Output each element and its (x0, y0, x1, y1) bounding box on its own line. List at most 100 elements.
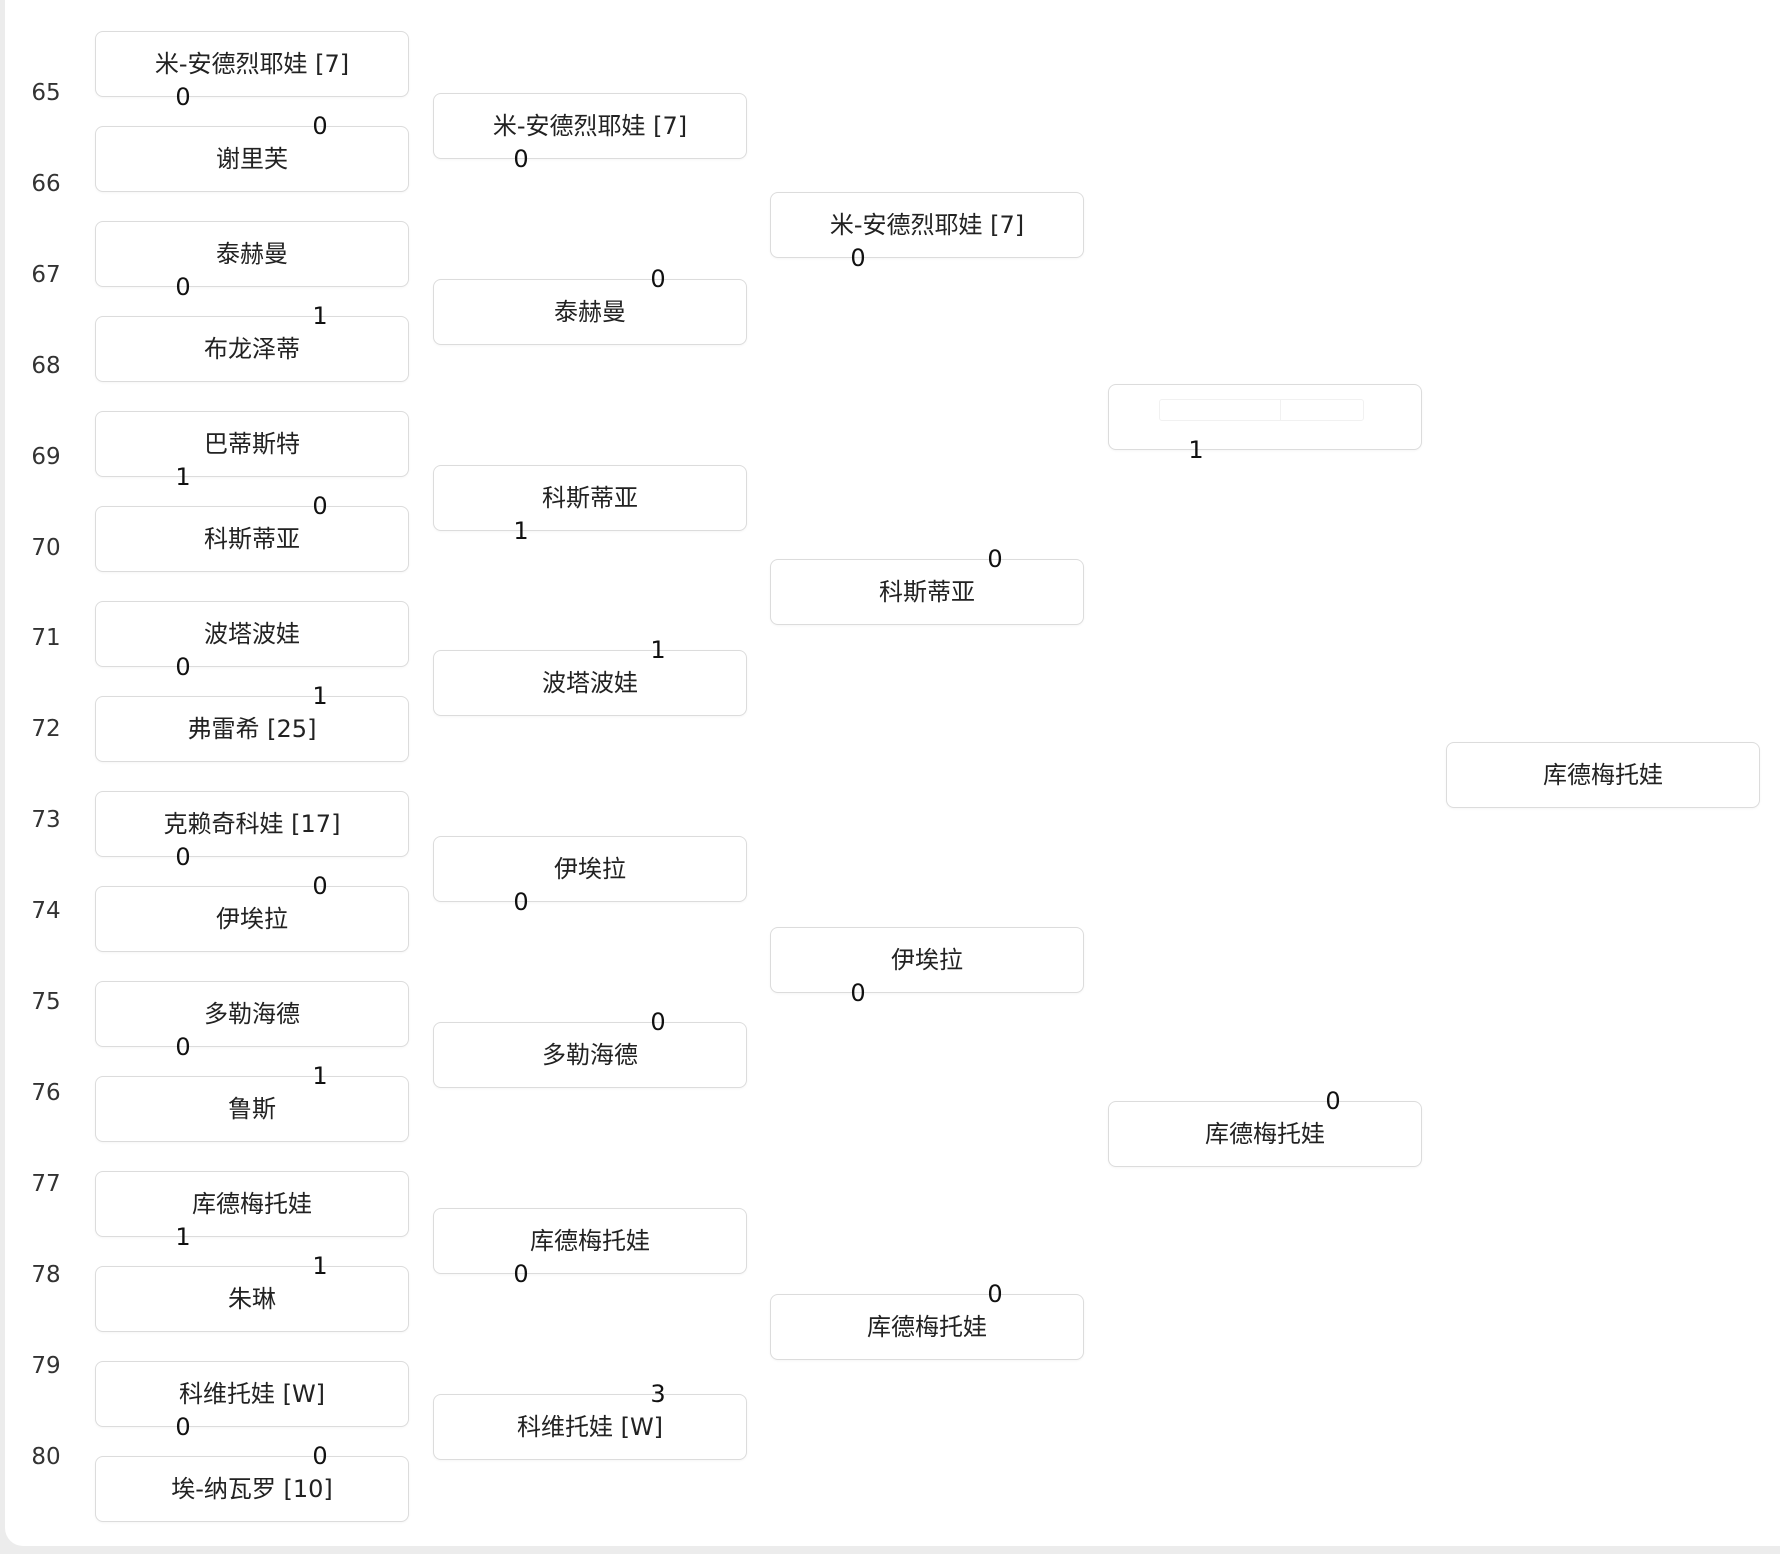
match-score: 0 (987, 545, 1003, 574)
player-box-round-1-slot-13[interactable]: 库德梅托娃 (95, 1171, 409, 1237)
player-box-round-1-slot-11[interactable]: 多勒海德 (95, 981, 409, 1047)
player-box-round-1-slot-16[interactable]: 埃-纳瓦罗 [10] (95, 1456, 409, 1522)
player-name: 科维托娃 [W] (516, 1412, 664, 1441)
player-box-round-4-slot-2[interactable]: 库德梅托娃 (1108, 1101, 1422, 1167)
player-name: 库德梅托娃 (530, 1226, 650, 1255)
match-score: 0 (175, 653, 191, 681)
match-score: 0 (650, 264, 666, 293)
match-score: 1 (312, 1062, 328, 1090)
match-score: 1 (175, 463, 191, 491)
player-box-round-2-slot-1[interactable]: 米-安德烈耶娃 [7] (433, 93, 747, 159)
player-box-round-1-slot-12[interactable]: 鲁斯 (95, 1076, 409, 1142)
player-name: 米-安德烈耶娃 [7] (492, 112, 688, 140)
player-box-round-1-slot-5[interactable]: 巴蒂斯特 (95, 411, 409, 477)
player-box-round-1-slot-15[interactable]: 科维托娃 [W] (95, 1361, 409, 1427)
match-score: 0 (513, 145, 529, 173)
row-number: 69 (31, 443, 61, 470)
player-box-round-2-slot-2[interactable]: 泰赫曼 (433, 278, 747, 345)
row-number: 65 (31, 80, 61, 106)
player-box-round-3-slot-4[interactable]: 库德梅托娃 (770, 1294, 1084, 1361)
row-number: 68 (31, 352, 61, 379)
match-score: 0 (987, 1280, 1003, 1309)
row-number: 70 (31, 534, 61, 561)
match-score: 0 (1325, 1087, 1341, 1115)
player-box-round-1-slot-6[interactable]: 科斯蒂亚 (95, 506, 409, 572)
player-box-round-1-slot-2[interactable]: 谢里芙 (95, 126, 409, 192)
match-score: 3 (650, 1379, 666, 1408)
player-name: 克赖奇科娃 [17] (163, 810, 341, 838)
player-box-round-1-slot-14[interactable]: 朱琳 (95, 1266, 409, 1332)
player-name: 米-安德烈耶娃 [7] (829, 211, 1025, 239)
match-score: 0 (513, 888, 529, 917)
player-box-round-1-slot-9[interactable]: 克赖奇科娃 [17] (95, 791, 409, 857)
match-score: 1 (1188, 436, 1204, 464)
match-score: 0 (175, 83, 191, 111)
player-name: 库德梅托娃 (192, 1190, 312, 1218)
player-box-round-1-slot-3[interactable]: 泰赫曼 (95, 221, 409, 287)
player-name: 弗雷希 [25] (187, 715, 317, 743)
player-name: 谢里芙 (216, 145, 288, 173)
match-score: 0 (312, 112, 328, 140)
player-box-round-2-slot-7[interactable]: 库德梅托娃 (433, 1207, 747, 1274)
player-name: 朱琳 (228, 1285, 276, 1313)
match-score: 1 (513, 516, 529, 545)
player-box-round-2-slot-4[interactable]: 波塔波娃 (433, 650, 747, 717)
player-box-round-2-slot-3[interactable]: 科斯蒂亚 (433, 464, 747, 531)
player-name: 米-安德烈耶娃 [7] (154, 50, 350, 78)
player-name: 库德梅托娃 (1543, 761, 1663, 789)
match-score: 0 (175, 1033, 191, 1061)
player-name: 泰赫曼 (216, 240, 288, 268)
player-box-round-1-slot-1[interactable]: 米-安德烈耶娃 [7] (95, 31, 409, 97)
player-name: 科维托娃 [W] (178, 1380, 326, 1408)
player-name: 科斯蒂亚 (542, 483, 638, 512)
row-number: 72 (31, 716, 61, 743)
match-score: 0 (513, 1259, 529, 1288)
row-number: 80 (31, 1443, 61, 1470)
player-box-round-1-slot-7[interactable]: 波塔波娃 (95, 601, 409, 667)
row-number: 67 (31, 261, 61, 288)
row-number: 79 (31, 1352, 61, 1379)
match-score: 0 (175, 273, 191, 301)
match-score: 0 (175, 1413, 191, 1441)
match-score: 1 (312, 302, 328, 330)
match-score: 0 (650, 1008, 666, 1036)
player-box-round-1-slot-4[interactable]: 布龙泽蒂 (95, 316, 409, 382)
player-box-round-2-slot-5[interactable]: 伊埃拉 (433, 836, 747, 903)
player-name: 伊埃拉 (554, 855, 626, 884)
player-box-round-3-slot-3[interactable]: 伊埃拉 (770, 926, 1084, 993)
player-name: 伊埃拉 (216, 905, 288, 933)
player-box-round-1-slot-8[interactable]: 弗雷希 [25] (95, 696, 409, 762)
bracket-panel: 65 66 67 68 69 70 71 72 73 74 75 76 77 78 79 80 米-安德烈耶娃 … (5, 0, 1780, 1546)
player-box-round-3-slot-2[interactable]: 科斯蒂亚 (770, 559, 1084, 626)
match-score: 0 (850, 244, 866, 272)
player-name: 库德梅托娃 (1205, 1120, 1325, 1148)
player-name: 波塔波娃 (542, 669, 638, 698)
player-box-round-5-slot-1[interactable]: 库德梅托娃 (1446, 742, 1760, 808)
row-number: 74 (31, 898, 61, 925)
player-box-round-2-slot-8[interactable]: 科维托娃 [W] (433, 1393, 747, 1460)
match-score: 0 (312, 492, 328, 520)
player-box-round-2-slot-6[interactable]: 多勒海德 (433, 1022, 747, 1088)
player-box-round-3-slot-1[interactable]: 米-安德烈耶娃 [7] (770, 192, 1084, 258)
player-name: 多勒海德 (542, 1041, 638, 1069)
row-number: 71 (31, 625, 61, 652)
row-number: 75 (31, 989, 61, 1015)
match-score: 0 (850, 978, 866, 1007)
match-score: 1 (312, 1252, 328, 1280)
match-score: 1 (312, 682, 328, 710)
match-score: 0 (312, 1442, 328, 1470)
match-score: 1 (175, 1223, 191, 1251)
match-score: 0 (175, 843, 191, 871)
player-name: 科斯蒂亚 (879, 578, 975, 607)
match-score: 0 (312, 872, 328, 900)
name-placeholder (1159, 399, 1364, 421)
player-box-round-4-slot-1[interactable] (1108, 384, 1422, 450)
player-name: 波塔波娃 (204, 620, 300, 648)
row-number: 66 (31, 170, 61, 197)
player-name: 科斯蒂亚 (204, 525, 300, 553)
row-number: 76 (31, 1079, 61, 1106)
row-number: 73 (31, 807, 61, 834)
player-box-round-1-slot-10[interactable]: 伊埃拉 (95, 886, 409, 952)
row-number: 77 (31, 1170, 61, 1197)
row-number: 78 (31, 1261, 61, 1288)
